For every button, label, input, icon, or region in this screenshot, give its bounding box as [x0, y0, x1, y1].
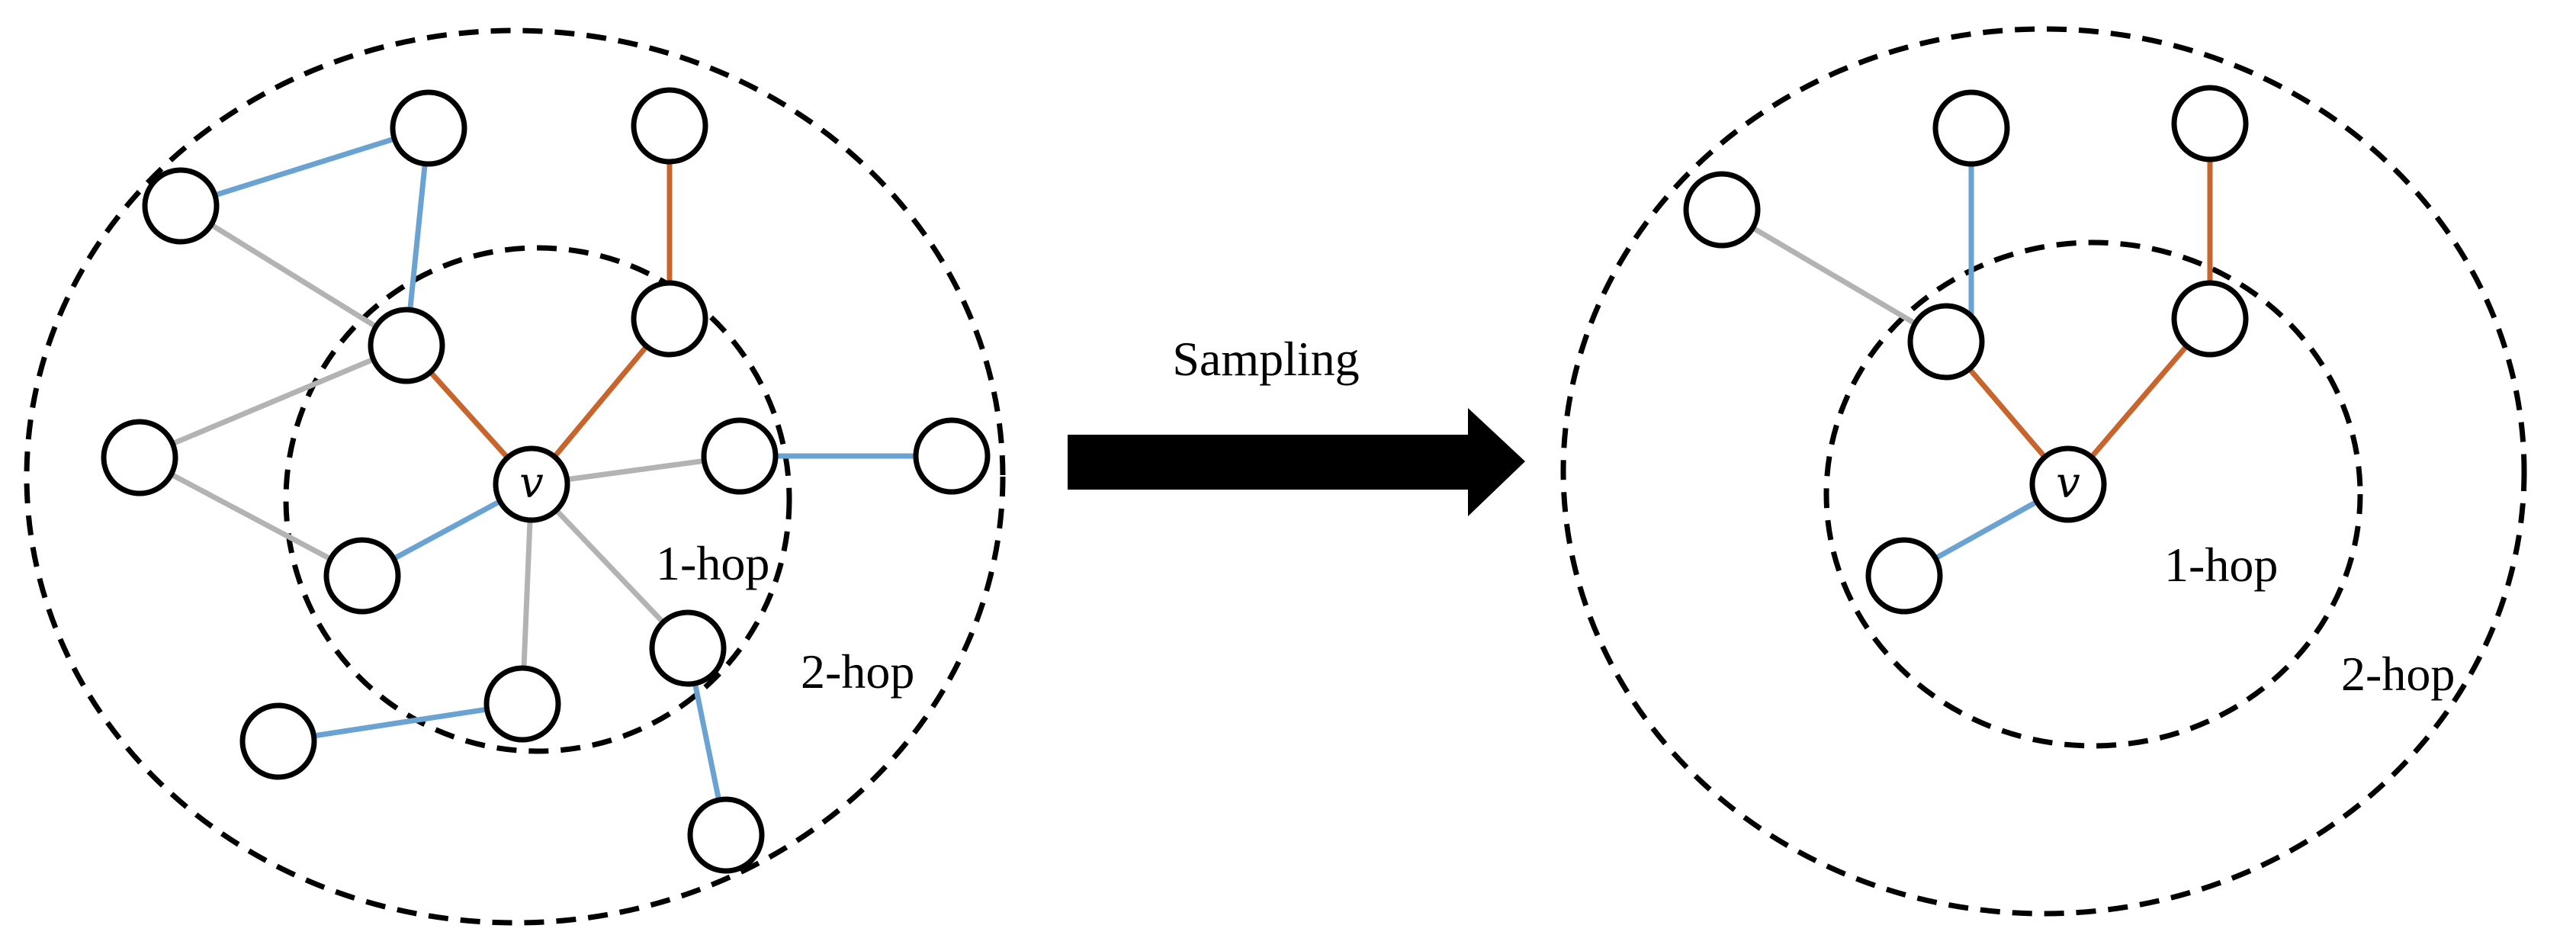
graph-node: [1907, 303, 1985, 381]
left-graph: v 1-hop 2-hop: [24, 27, 1006, 926]
edge-gray: [178, 203, 410, 349]
graph-node: [649, 609, 727, 687]
edge-gray: [137, 455, 365, 579]
arrow-label: Sampling: [1172, 332, 1359, 386]
right-outer-2hop-ring: [1560, 26, 2527, 917]
sampling-arrow: Sampling: [1068, 332, 1525, 516]
center-node: [2029, 445, 2107, 523]
edge-blue: [275, 701, 525, 744]
graph-node: [913, 417, 991, 495]
outer-ring-label: 2-hop: [801, 644, 914, 699]
left-inner-1hop-ring: [283, 245, 792, 754]
graph-node: [142, 167, 220, 245]
graph-node: [701, 417, 779, 495]
right-inner-1hop-ring: [1823, 239, 2363, 749]
right-nodes: [1683, 85, 2249, 615]
graph-node: [631, 280, 708, 358]
arrow-shape: [1068, 408, 1525, 516]
graph-node: [368, 307, 445, 384]
edge-gray: [137, 342, 410, 461]
outer-ring-label: 2-hop: [2341, 647, 2455, 701]
graph-node: [1932, 89, 2010, 167]
left-nodes: [101, 87, 991, 874]
inner-ring-label: 1-hop: [656, 536, 769, 590]
left-outer-2hop-ring: [24, 27, 1006, 926]
graph-node: [483, 665, 561, 743]
graph-node: [687, 796, 765, 874]
right-graph: v 1-hop 2-hop: [1560, 26, 2527, 917]
graph-node: [390, 89, 467, 167]
graph-node: [1865, 537, 1943, 615]
inner-ring-label: 1-hop: [2164, 538, 2278, 592]
graph-node: [101, 419, 178, 496]
graph-node: [239, 702, 317, 780]
graph-node: [2171, 280, 2249, 358]
graph-node: [323, 537, 401, 615]
edge-gray: [1719, 207, 1949, 345]
graph-node: [631, 87, 708, 165]
center-node-label: v: [2056, 458, 2080, 508]
edge-blue: [178, 125, 432, 209]
center-node: [493, 445, 570, 523]
center-node-label: v: [519, 458, 544, 508]
graph-node: [2171, 85, 2249, 162]
graph-node: [1683, 171, 1761, 249]
